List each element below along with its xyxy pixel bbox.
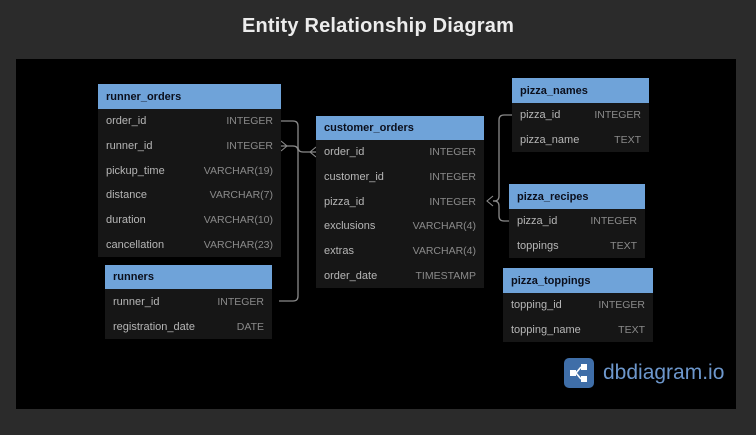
column-name: pickup_time	[106, 164, 165, 177]
table-pizza-recipes[interactable]: pizza_recipes pizza_id INTEGER toppings …	[509, 184, 645, 258]
table-row[interactable]: topping_name TEXT	[503, 318, 653, 343]
column-type: INTEGER	[429, 171, 476, 184]
column-type: INTEGER	[594, 109, 641, 122]
column-type: TEXT	[618, 323, 645, 336]
table-row[interactable]: exclusions VARCHAR(4)	[316, 214, 484, 239]
column-type: INTEGER	[226, 140, 273, 153]
page-title: Entity Relationship Diagram	[241, 15, 515, 37]
column-type: INTEGER	[429, 146, 476, 159]
table-customer-orders[interactable]: customer_orders order_id INTEGER custome…	[316, 116, 484, 289]
column-type: DATE	[236, 320, 264, 333]
table-header[interactable]: pizza_recipes	[509, 184, 645, 209]
column-name: exclusions	[324, 220, 376, 233]
table-row[interactable]: toppings TEXT	[509, 234, 645, 259]
column-name: extras	[324, 245, 354, 258]
column-name: runner_id	[106, 140, 153, 153]
relation-line-runner-id	[279, 145, 299, 302]
column-type: INTEGER	[226, 115, 273, 128]
diagram-canvas[interactable]: runner_orders order_id INTEGER runner_id…	[16, 59, 736, 409]
column-name: distance	[106, 189, 147, 202]
column-type: INTEGER	[217, 295, 264, 308]
table-row[interactable]: pickup_time VARCHAR(19)	[98, 158, 281, 183]
table-row[interactable]: distance VARCHAR(7)	[98, 183, 281, 208]
column-name: pizza_id	[517, 215, 558, 228]
table-row[interactable]: pizza_id INTEGER	[316, 189, 484, 214]
table-row[interactable]: registration_date DATE	[105, 314, 272, 339]
table-header[interactable]: runners	[105, 265, 272, 289]
table-runners[interactable]: runners runner_id INTEGER registration_d…	[105, 265, 272, 339]
dbdiagram-logo-text: dbdiagram.io	[603, 361, 725, 384]
column-name: order_id	[106, 115, 147, 128]
table-row[interactable]: pizza_id INTEGER	[509, 209, 645, 234]
column-name: toppings	[517, 239, 559, 252]
table-header[interactable]: runner_orders	[98, 84, 281, 109]
relation-line-pizza-recipes	[493, 200, 509, 222]
column-type: INTEGER	[590, 215, 637, 228]
column-name: pizza_id	[324, 195, 365, 208]
relation-line-order-id	[281, 120, 316, 153]
column-name: order_id	[324, 146, 365, 159]
dbdiagram-logo[interactable]: dbdiagram.io	[564, 358, 724, 388]
many-marker-runner-orders	[280, 140, 288, 152]
table-row[interactable]: runner_id INTEGER	[98, 134, 281, 159]
table-row[interactable]: order_id INTEGER	[316, 140, 484, 165]
column-name: customer_id	[324, 171, 384, 184]
table-pizza-toppings[interactable]: pizza_toppings topping_id INTEGER toppin…	[503, 268, 653, 342]
column-name: registration_date	[113, 320, 195, 333]
column-type: TIMESTAMP	[415, 269, 476, 282]
column-type: INTEGER	[429, 195, 476, 208]
column-name: cancellation	[106, 238, 165, 251]
table-pizza-names[interactable]: pizza_names pizza_id INTEGER pizza_name …	[512, 78, 649, 152]
table-row[interactable]: topping_id INTEGER	[503, 293, 653, 318]
table-row[interactable]: extras VARCHAR(4)	[316, 239, 484, 264]
table-row[interactable]: pizza_id INTEGER	[512, 103, 649, 128]
column-name: topping_id	[511, 299, 562, 312]
column-type: VARCHAR(23)	[203, 238, 273, 251]
column-type: TEXT	[610, 239, 637, 252]
column-name: runner_id	[113, 295, 160, 308]
table-row[interactable]: order_date TIMESTAMP	[316, 263, 484, 288]
column-type: VARCHAR(7)	[209, 189, 273, 202]
table-row[interactable]: cancellation VARCHAR(23)	[98, 232, 281, 257]
column-name: duration	[106, 214, 146, 227]
column-name: pizza_name	[520, 133, 580, 146]
column-type: VARCHAR(19)	[203, 164, 273, 177]
table-row[interactable]: duration VARCHAR(10)	[98, 208, 281, 233]
table-header[interactable]: customer_orders	[316, 116, 484, 140]
many-marker-pizza-recipes	[486, 195, 494, 207]
column-type: VARCHAR(10)	[203, 214, 273, 227]
column-name: pizza_id	[520, 109, 561, 122]
table-row[interactable]: runner_id INTEGER	[105, 289, 272, 314]
table-runner-orders[interactable]: runner_orders order_id INTEGER runner_id…	[98, 84, 281, 258]
table-header[interactable]: pizza_names	[512, 78, 649, 103]
column-name: order_date	[324, 269, 378, 282]
column-type: TEXT	[614, 133, 641, 146]
column-type: INTEGER	[598, 299, 645, 312]
column-type: VARCHAR(4)	[412, 245, 476, 258]
table-row[interactable]: pizza_name TEXT	[512, 128, 649, 153]
table-row[interactable]: order_id INTEGER	[98, 109, 281, 134]
dbdiagram-logo-icon	[564, 358, 594, 388]
column-type: VARCHAR(4)	[412, 220, 476, 233]
table-header[interactable]: pizza_toppings	[503, 268, 653, 293]
table-row[interactable]: customer_id INTEGER	[316, 165, 484, 190]
column-name: topping_name	[511, 323, 581, 336]
